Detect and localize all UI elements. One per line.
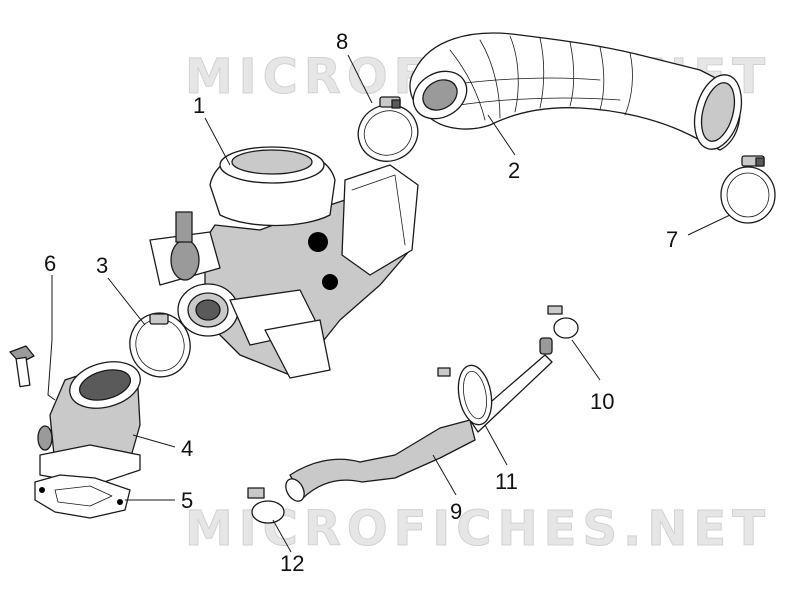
callout-1: 1 [193,93,205,118]
leader-6 [47,275,56,401]
intake-manifold [37,361,141,486]
carburetor [149,146,419,379]
intake-duct [409,32,743,151]
callout-5: 5 [181,488,193,513]
leader-1 [204,117,231,166]
callout-10: 10 [590,389,614,414]
leader-3 [107,277,146,326]
callout-8: 8 [336,29,348,54]
hose-clamp-11 [437,364,493,426]
leader-2 [487,114,516,156]
callout-7: 7 [666,227,678,252]
callout-11: 11 [495,469,518,494]
gasket [34,474,131,519]
small-clip-10 [547,305,579,339]
callout-2: 2 [508,158,520,183]
leader-12 [272,519,292,553]
small-clip-12 [247,487,285,524]
leader-7 [687,214,731,236]
leader-9 [432,454,457,496]
leader-10 [571,339,601,381]
callout-labels: 1 2 3 4 5 6 7 8 9 10 11 12 [44,29,678,576]
bolt [9,345,35,388]
hose-clamp-7 [720,155,776,224]
callout-6: 6 [44,251,56,276]
callout-12: 12 [280,551,304,576]
hose-clamp-3 [129,312,191,378]
leader-4 [132,434,176,448]
hose-clamp-8 [357,96,419,162]
leader-11 [484,424,508,466]
leader-lines [47,54,731,553]
leader-8 [347,54,373,104]
callout-9: 9 [450,499,462,524]
callout-4: 4 [181,436,193,461]
callout-3: 3 [96,253,108,278]
